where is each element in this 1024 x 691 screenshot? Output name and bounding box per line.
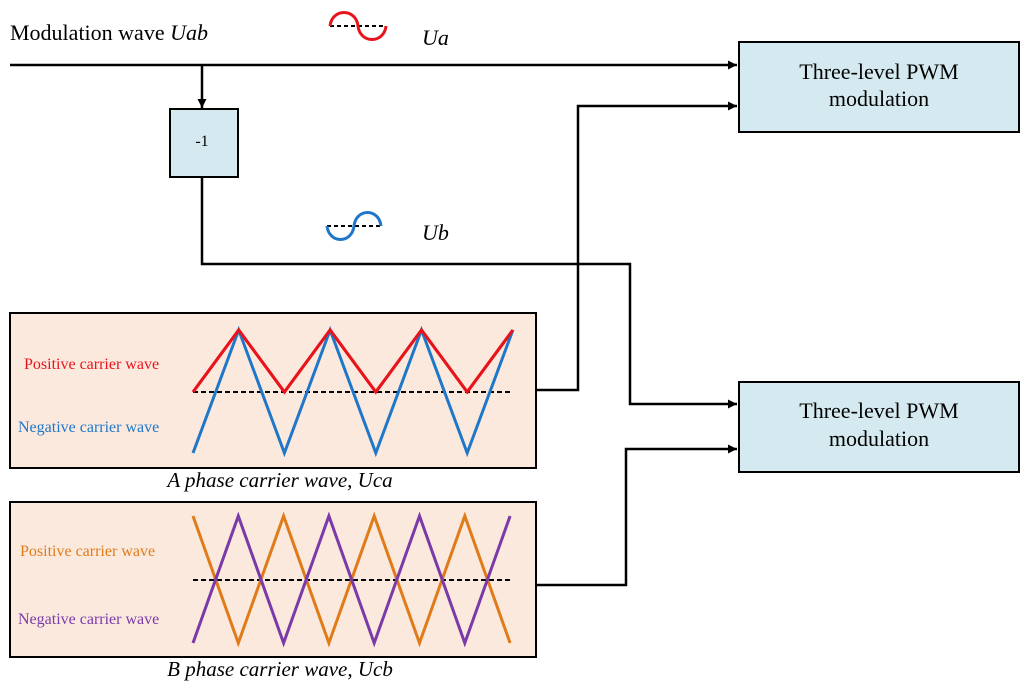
inverter-block	[169, 108, 239, 178]
pwm-block-bottom	[738, 381, 1020, 473]
pwm-top-line1: Three-level PWM	[799, 59, 958, 84]
ucb-signal-line	[537, 444, 737, 587]
carrier-a-caption: A phase carrier wave, Uca	[165, 468, 392, 492]
carrier-a-negative-wave	[191, 325, 515, 458]
carrier-b-positive-label: Positive carrier wave	[20, 543, 155, 560]
carrier-b-waves	[191, 511, 512, 648]
carrier-a-positive-label: Positive carrier wave	[24, 356, 159, 373]
carrier-b-caption: B phase carrier wave, Ucb	[167, 657, 393, 681]
ub-label: Ub	[422, 220, 449, 245]
modulation-wave-label: Modulation wave Uab	[10, 20, 208, 45]
modulation-wave-var: Uab	[170, 20, 208, 45]
inverter-label: -1	[195, 133, 208, 150]
carrier-b-negative-wave	[191, 511, 512, 648]
pwm-bottom-line2: modulation	[829, 426, 929, 451]
pwm-bottom-line1: Three-level PWM	[799, 398, 958, 423]
uca-signal-line	[537, 101, 737, 392]
ua-label: Ua	[422, 25, 449, 50]
carrier-a-negative-label: Negative carrier wave	[18, 419, 159, 436]
ua-sine-icon	[328, 11, 388, 41]
carrier-b-negative-label: Negative carrier wave	[18, 611, 159, 628]
ub-signal-line	[200, 177, 737, 409]
ub-sine-icon	[325, 211, 383, 241]
pwm-top-line2: modulation	[829, 86, 929, 111]
carrier-a-waves	[191, 325, 515, 458]
carrier-a-box	[9, 312, 537, 469]
carrier-a-positive-wave-overlay	[191, 327, 515, 395]
modulation-wave-prefix: Modulation wave	[10, 20, 170, 45]
pwm-block-top	[738, 41, 1020, 133]
